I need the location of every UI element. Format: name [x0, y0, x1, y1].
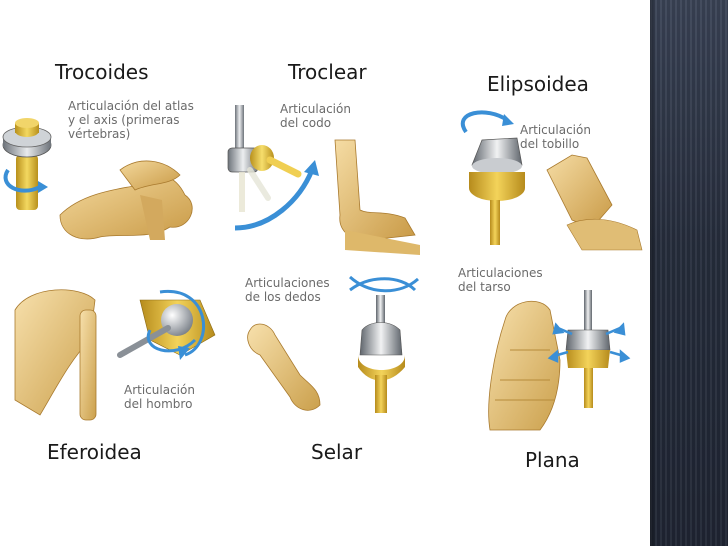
caption-tarso: Articulaciones del tarso [458, 266, 543, 294]
ball-socket-joint-illustration [14, 289, 216, 421]
ellipsoid-joint-illustration [460, 110, 643, 251]
title-elipsoidea: Elipsoidea [487, 72, 589, 96]
title-plana: Plana [525, 448, 580, 472]
caption-atlas-axis: Articulación del atlas y el axis (primer… [68, 99, 194, 141]
caption-hombro: Articulación del hombro [124, 383, 195, 411]
pivot-joint-illustration [2, 118, 193, 240]
caption-tobillo: Articulación del tobillo [520, 123, 591, 151]
slide-canvas: Trocoides Troclear Elipsoidea Eferoidea … [2, 60, 643, 472]
title-trocoides: Trocoides [55, 60, 149, 84]
title-eferoidea: Eferoidea [47, 440, 142, 464]
title-troclear: Troclear [288, 60, 367, 84]
caption-dedos: Articulaciones de los dedos [245, 276, 330, 304]
decorative-sidebar [650, 0, 728, 546]
plane-joint-illustration [488, 290, 631, 431]
hinge-joint-illustration [227, 105, 420, 255]
saddle-joint-illustration [247, 275, 419, 413]
caption-codo: Articulación del codo [280, 102, 351, 130]
title-selar: Selar [311, 440, 363, 464]
